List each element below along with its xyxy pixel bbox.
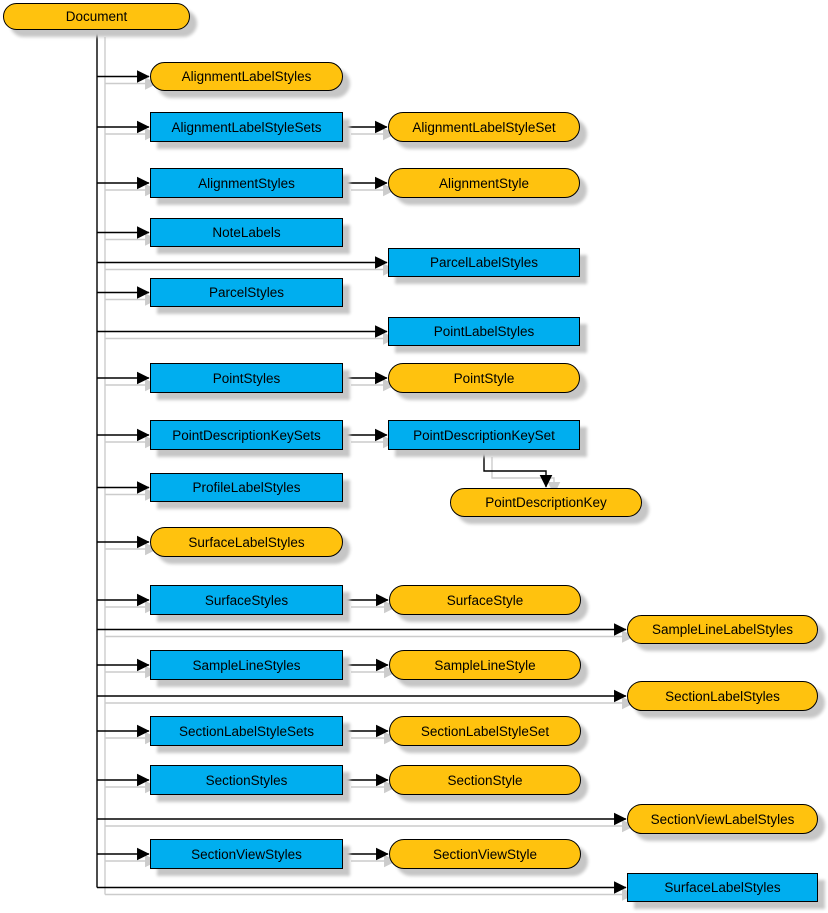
node-section-label-style-sets: SectionLabelStyleSets xyxy=(150,716,343,746)
connector xyxy=(483,450,553,488)
node-point-description-key-sets: PointDescriptionKeySets xyxy=(150,420,343,450)
node-surface-label-styles-bottom: SurfaceLabelStyles xyxy=(627,873,818,902)
node-point-styles: PointStyles xyxy=(150,363,343,393)
node-sample-line-label-styles: SampleLineLabelStyles xyxy=(627,615,818,644)
node-section-label-styles: SectionLabelStyles xyxy=(627,681,818,711)
node-point-label-styles: PointLabelStyles xyxy=(388,317,580,346)
node-alignment-label-styles: AlignmentLabelStyles xyxy=(150,62,343,91)
node-surface-styles: SurfaceStyles xyxy=(150,585,343,615)
node-point-description-key-set: PointDescriptionKeySet xyxy=(388,420,580,450)
node-parcel-styles: ParcelStyles xyxy=(150,278,343,307)
node-surface-label-styles-mid: SurfaceLabelStyles xyxy=(150,527,343,557)
node-document: Document xyxy=(3,3,190,30)
node-section-label-style-set: SectionLabelStyleSet xyxy=(389,716,581,746)
node-section-style: SectionStyle xyxy=(389,765,581,795)
connector-lines xyxy=(96,30,627,894)
node-note-labels: NoteLabels xyxy=(150,218,343,247)
node-section-view-style: SectionViewStyle xyxy=(389,839,581,869)
node-point-description-key: PointDescriptionKey xyxy=(450,488,642,517)
node-point-style: PointStyle xyxy=(388,363,580,393)
node-alignment-label-style-sets: AlignmentLabelStyleSets xyxy=(150,112,343,142)
node-alignment-styles: AlignmentStyles xyxy=(150,168,343,198)
node-sample-line-style: SampleLineStyle xyxy=(389,650,581,680)
node-sample-line-styles: SampleLineStyles xyxy=(150,650,343,680)
node-profile-label-styles: ProfileLabelStyles xyxy=(150,473,343,502)
node-surface-style: SurfaceStyle xyxy=(389,585,581,615)
node-section-styles: SectionStyles xyxy=(150,765,343,795)
node-alignment-label-style-set: AlignmentLabelStyleSet xyxy=(388,112,580,142)
node-section-view-styles: SectionViewStyles xyxy=(150,839,343,869)
node-alignment-style: AlignmentStyle xyxy=(388,168,580,198)
node-parcel-label-styles: ParcelLabelStyles xyxy=(388,248,580,277)
node-section-view-label-styles: SectionViewLabelStyles xyxy=(627,804,818,834)
